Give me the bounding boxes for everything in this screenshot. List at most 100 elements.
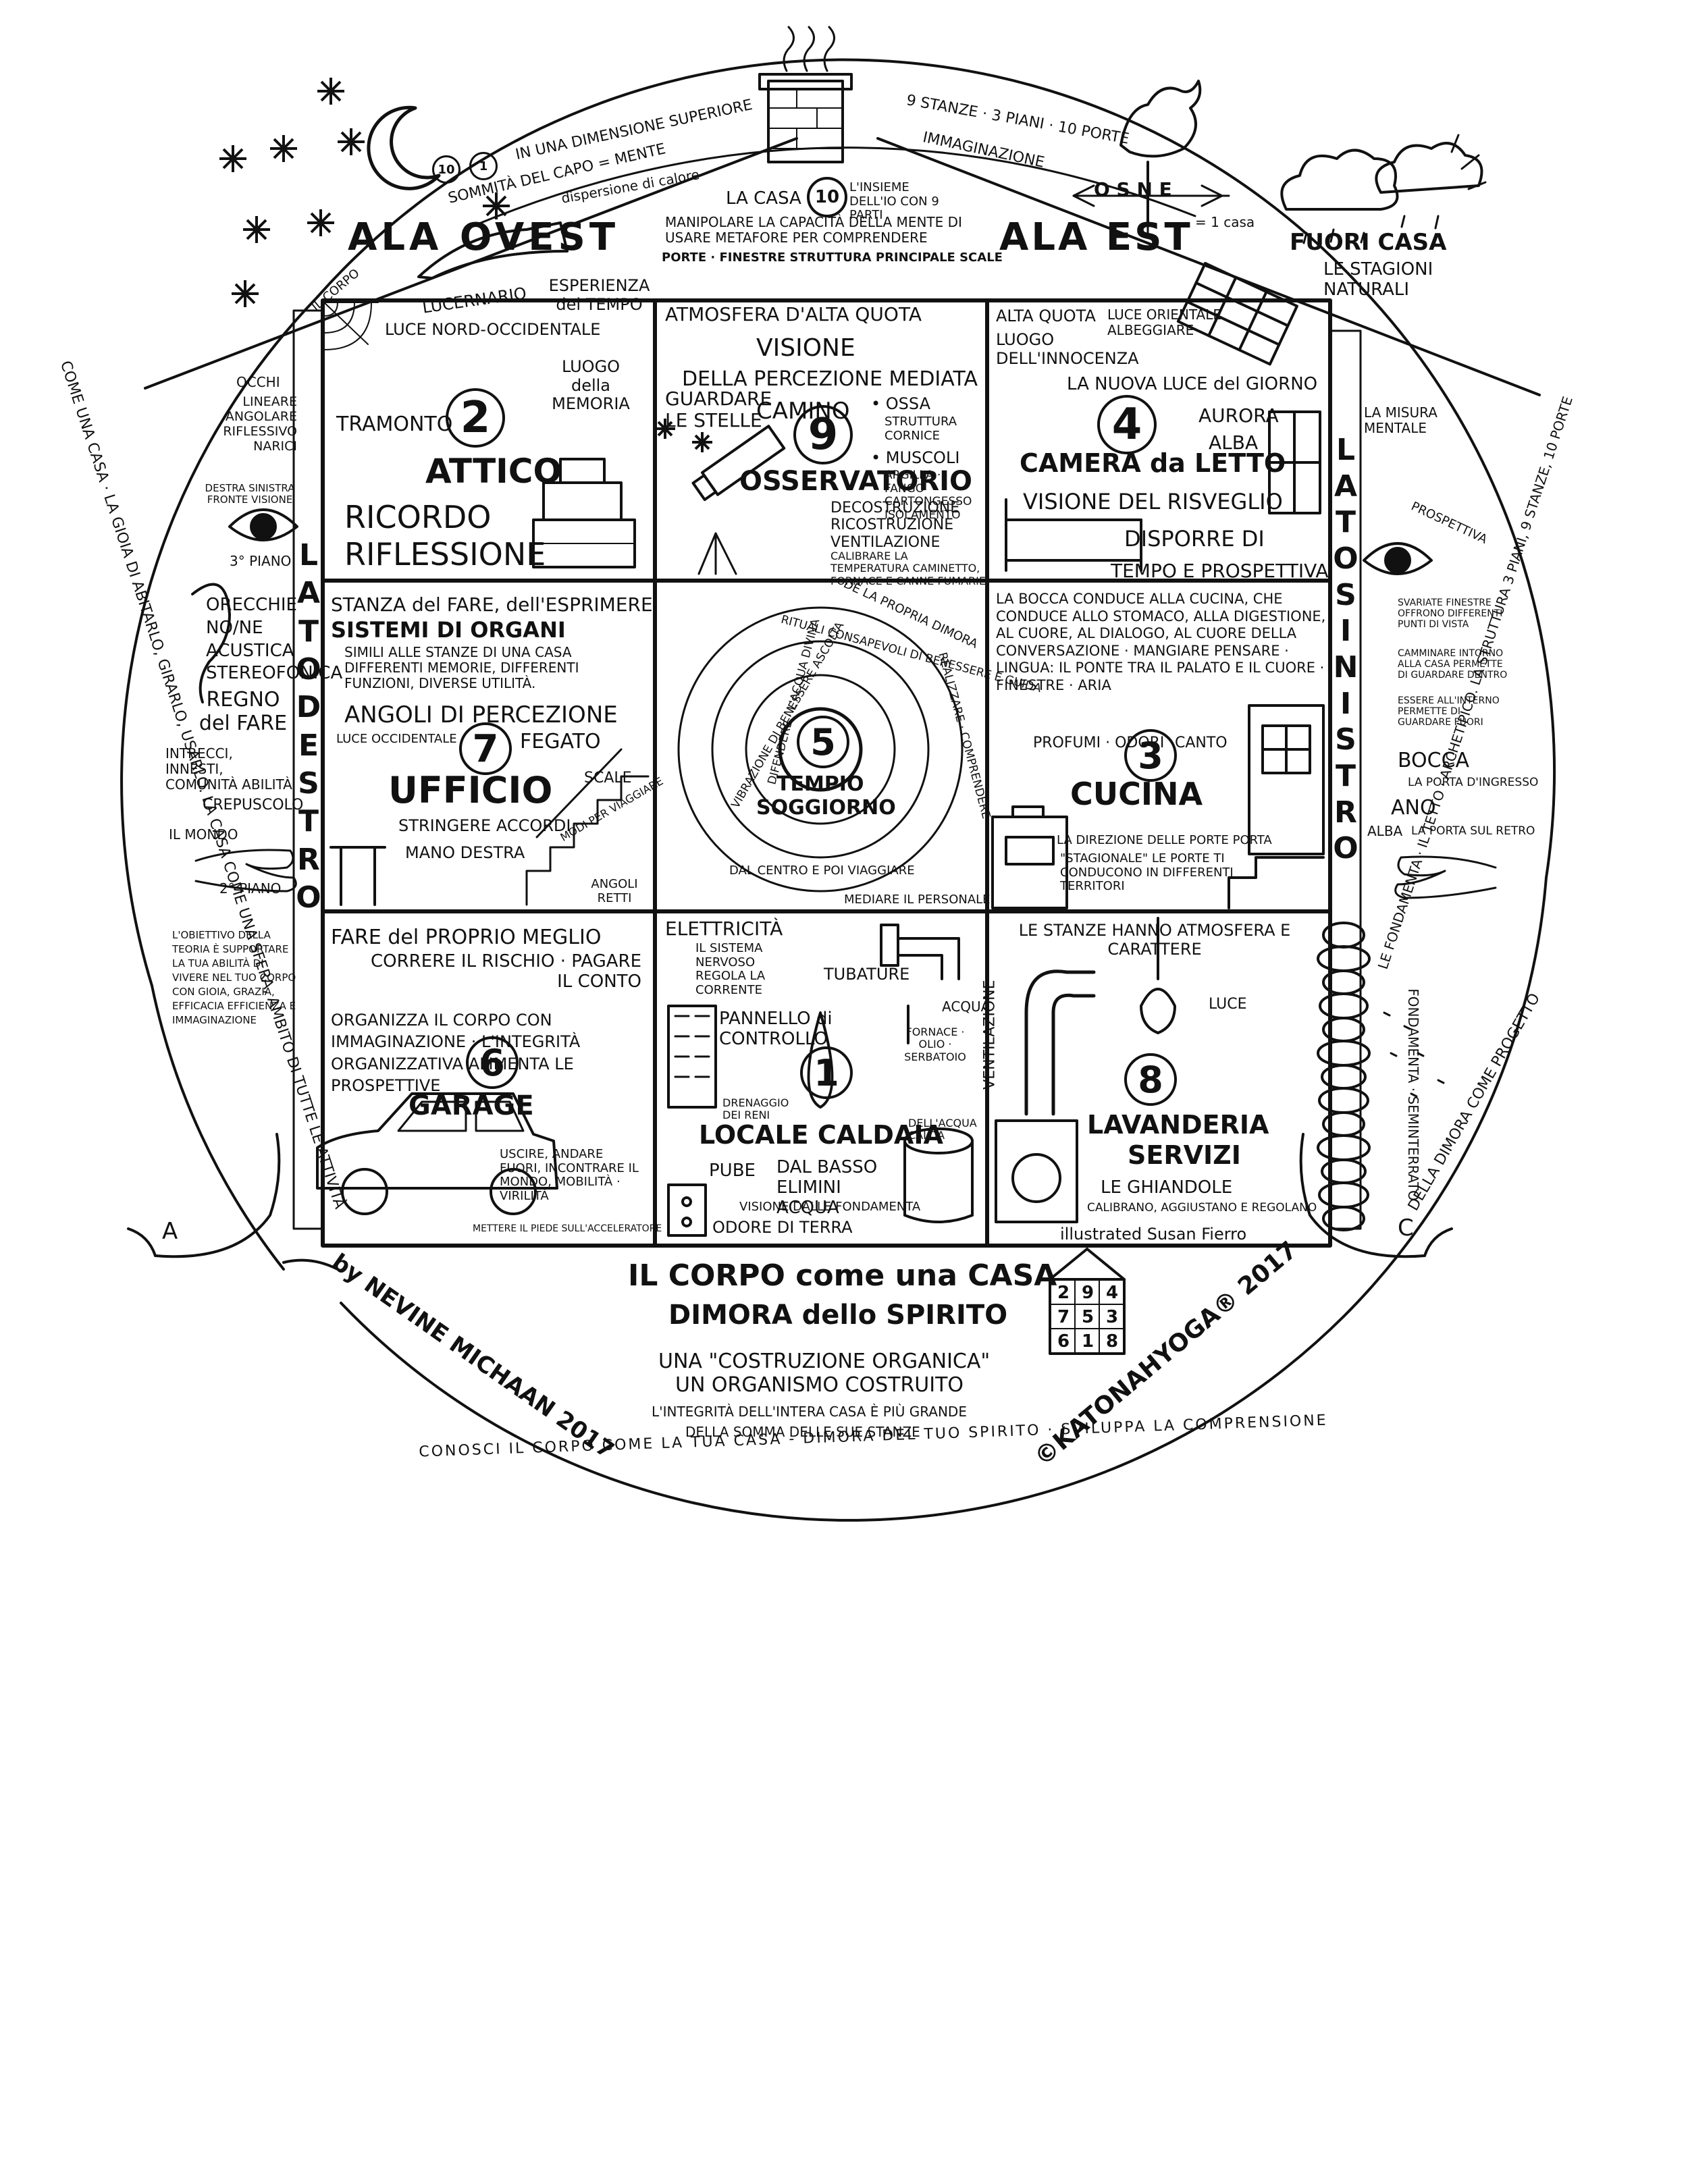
ufficio-sistemi: SISTEMI DI ORGANI xyxy=(331,618,566,643)
house-ten-label: LA CASA xyxy=(726,189,801,209)
caldaia-fornace: FORNACE · OLIO · SERBATOIO xyxy=(891,1026,979,1063)
fuori-casa-text: FUORI CASA xyxy=(1290,230,1446,256)
cucina-stagionale: "STAGIONALE" LE PORTE TI CONDUCONO IN DI… xyxy=(1060,852,1242,894)
right-camminare: CAMMINARE INTORNO ALLA CASA PERMETTE DI … xyxy=(1398,648,1512,681)
camera-nuova-luce: LA NUOVA LUCE del GIORNO xyxy=(1067,375,1317,395)
lato-sinistro-letter: O xyxy=(1333,541,1358,577)
caldaia-tubature: TUBATURE xyxy=(824,965,909,984)
oss-title: OSSERVATORIO xyxy=(739,466,972,497)
bottom-integrita-1: L'INTEGRITÀ DELL'INTERA CASA È PIÙ GRAND… xyxy=(652,1404,967,1420)
lato-sinistro-letter: I xyxy=(1340,686,1351,722)
left-piano-3: 3° PIANO xyxy=(230,554,291,569)
lav-number: 8 xyxy=(1124,1053,1177,1106)
oss-deco: DECOSTRUZIONE RICOSTRUZIONE VENTILAZIONE xyxy=(830,500,982,551)
attico-luce: LUCE NORD-OCCIDENTALE xyxy=(385,321,600,340)
ufficio-stanza: STANZA del FARE, dell'ESPRIMERE xyxy=(331,594,653,616)
eye-left xyxy=(230,510,297,540)
spider-web xyxy=(324,302,378,358)
structure-text: PORTE · FINESTRE STRUTTURA PRINCIPALE SC… xyxy=(662,251,1003,265)
left-destra: DESTRA SINISTRA FRONTE VISIONE xyxy=(203,483,297,506)
lav-ghiandole: LE GHIANDOLE xyxy=(1101,1178,1232,1198)
camera-luogo: LUOGO DELL'INNOCENZA xyxy=(996,331,1097,368)
ufficio-luce: LUCE OCCIDENTALE xyxy=(336,733,457,747)
cucina-porte: LA DIREZIONE DELLE PORTE PORTA xyxy=(1057,834,1272,848)
ufficio-fegato: FEGATO xyxy=(520,730,601,754)
lato-sinistro-letter: T xyxy=(1336,504,1356,541)
grid-cell: 9 xyxy=(1076,1281,1100,1305)
ufficio-angoli-retti: ANGOLI RETTI xyxy=(587,878,641,905)
tree-left xyxy=(128,1134,338,1269)
compass-text: O S N E xyxy=(1094,179,1172,201)
lav-calibrano: CALIBRANO, AGGIUSTANO E REGOLANO xyxy=(1087,1202,1317,1215)
lav-title-2: SERVIZI xyxy=(1128,1141,1241,1171)
camera-disporre: DISPORRE DI xyxy=(1124,527,1265,552)
garage-uscire: USCIRE, ANDARE FUORI, INCONTRARE IL MOND… xyxy=(500,1148,641,1204)
lav-illustrated: illustrated Susan Fierro xyxy=(1060,1225,1246,1244)
attico-tramonto: TRAMONTO xyxy=(336,413,452,437)
caldaia-pube: PUBE xyxy=(709,1161,756,1181)
soggiorno-title-2: SOGGIORNO xyxy=(756,797,896,820)
caldaia-pannello: PANNELLO di CONTROLLO xyxy=(719,1009,834,1050)
camera-alta-quota: ALTA QUOTA xyxy=(996,307,1096,326)
grid-cell: 2 xyxy=(1051,1281,1076,1305)
grid-cell: 6 xyxy=(1051,1329,1076,1354)
oss-muscoli: • MUSCOLI xyxy=(871,449,959,468)
attico-ricordo: RICORDO xyxy=(344,500,491,535)
ala-ovest-title: ALA OVEST xyxy=(348,216,619,259)
lato-destro-letter: T xyxy=(298,613,319,651)
left-occhi: OCCHI xyxy=(236,375,280,390)
moon xyxy=(369,107,439,188)
oss-atmosfera: ATMOSFERA D'ALTA QUOTA xyxy=(665,304,922,325)
lato-destro-letter: D xyxy=(296,689,321,726)
lato-sinistro-letter: I xyxy=(1340,613,1351,649)
ufficio-simili: SIMILI ALLE STANZE DI UNA CASA DIFFERENT… xyxy=(344,645,641,691)
lato-sinistro-letter: S xyxy=(1335,722,1356,758)
oss-guardare: GUARDARE LE STELLE xyxy=(665,388,780,431)
camera-risveglio: VISIONE DEL RISVEGLIO xyxy=(1023,489,1283,514)
lato-sinistro-letter: S xyxy=(1335,577,1356,614)
stagioni-text: LE STAGIONI NATURALI xyxy=(1323,260,1445,300)
attico-riflessione: RIFLESSIONE xyxy=(344,537,546,572)
left-lineare: LINEARE ANGOLARE RIFLESSIVO NARICI xyxy=(223,395,297,454)
ufficio-accordi: STRINGERE ACCORDI xyxy=(398,817,571,836)
rooster xyxy=(1121,81,1200,156)
outlet xyxy=(668,1185,706,1235)
metaphor-text: MANIPOLARE LA CAPACITÀ DELLA MENTE DI US… xyxy=(665,215,989,246)
attico-luogo: LUOGO della MEMORIA xyxy=(540,358,641,414)
lato-destro-letter: E xyxy=(298,727,319,765)
soggiorno-mediare: MEDIARE IL PERSONALE xyxy=(844,893,991,907)
lato-destro-letter: T xyxy=(298,803,319,841)
cloud-right xyxy=(1376,143,1481,192)
oss-visione: VISIONE xyxy=(756,334,855,362)
right-porta-ingresso: LA PORTA D'INGRESSO xyxy=(1408,776,1538,790)
lato-sinistro-letter: A xyxy=(1334,469,1357,505)
soggiorno-title-1: TEMPIO xyxy=(776,773,864,797)
camera-luce-orientale: LUCE ORIENTALE ALBEGGIARE xyxy=(1107,307,1222,338)
bottom-a-label: A xyxy=(162,1219,178,1245)
lato-destro-letter: O xyxy=(296,651,321,689)
caldaia-odore: ODORE DI TERRA xyxy=(712,1219,853,1237)
lato-sinistro-letter: R xyxy=(1334,795,1357,831)
bottom-title-2: DIMORA dello SPIRITO xyxy=(668,1300,1007,1331)
caldaia-number: 1 xyxy=(800,1046,853,1099)
one-house-text: = 1 casa xyxy=(1195,215,1255,230)
bottom-sub-2: UN ORGANISMO COSTRUITO xyxy=(675,1374,964,1397)
grid-cell: 4 xyxy=(1100,1281,1124,1305)
caldaia-drenaggio: DRENAGGIO DEI RENI xyxy=(722,1097,797,1122)
caldaia-title: LOCALE CALDAIA xyxy=(699,1121,943,1150)
lato-sinistro-letter: N xyxy=(1334,649,1359,686)
bottom-sub-1: UNA "COSTRUZIONE ORGANICA" xyxy=(658,1350,990,1374)
lato-destro-column: L A T O D E S T R O xyxy=(294,537,323,917)
eye-right xyxy=(1364,543,1431,574)
caldaia-visione: VISIONE DALLE FONDAMENTA xyxy=(739,1200,920,1215)
ufficio-scale: SCALE xyxy=(584,770,632,787)
attico-esperienza: ESPERIENZA del TEMPO xyxy=(547,277,652,314)
attico-title: ATTICO xyxy=(425,452,562,491)
left-orecchie: ORECCHIE NO/NE ACUSTICA STEREOFONICA xyxy=(206,594,297,685)
lav-ventilazione: VENTILAZIONE xyxy=(982,980,999,1089)
grid-cell: 1 xyxy=(1076,1329,1100,1354)
left-regno: REGNO del FARE xyxy=(196,689,290,735)
lato-sinistro-letter: T xyxy=(1336,758,1356,795)
ufficio-mano: MANO DESTRA xyxy=(405,844,525,863)
